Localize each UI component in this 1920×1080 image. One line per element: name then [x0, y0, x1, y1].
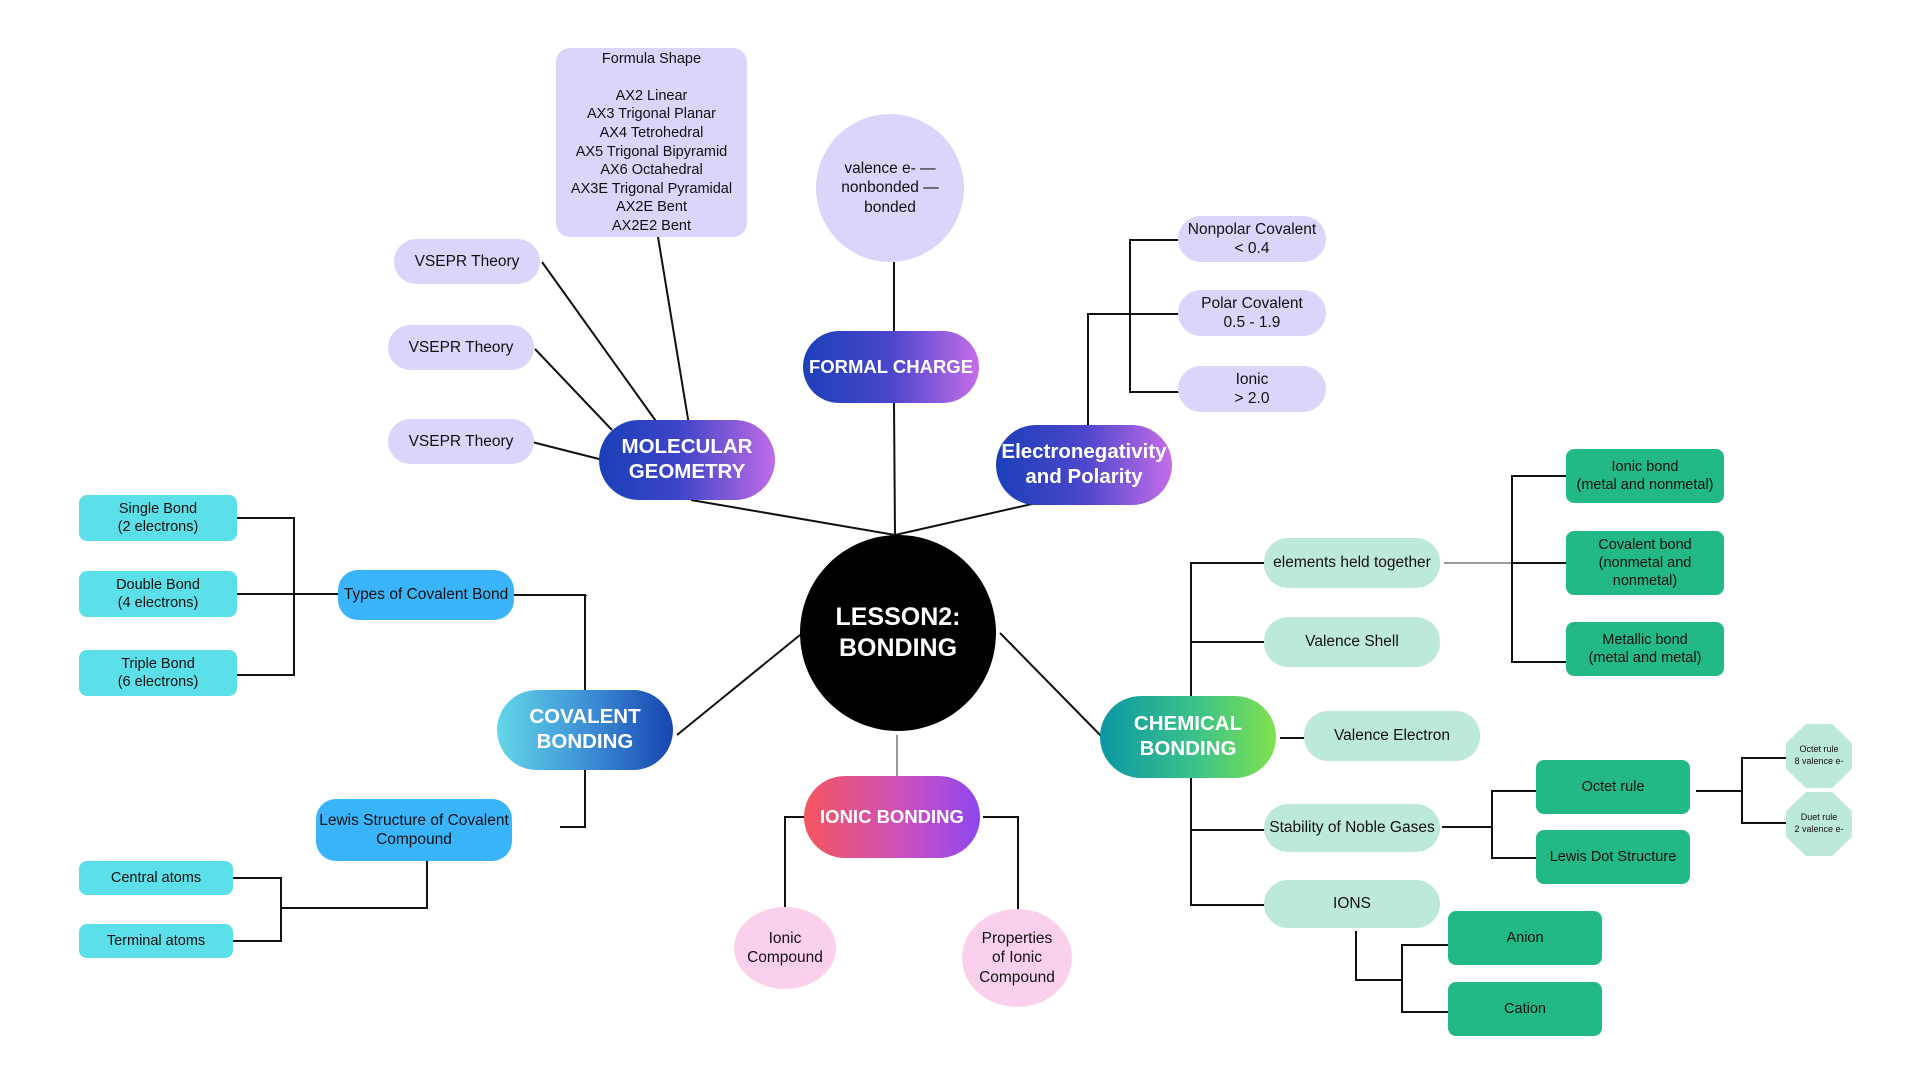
valence-shell-label: Valence Shell — [1305, 633, 1399, 651]
polar-covalent-node[interactable]: Polar Covalent 0.5 - 1.9 — [1178, 290, 1326, 336]
duet-rule-note[interactable]: Duet rule 2 valence e- — [1786, 792, 1852, 856]
ionic-threshold-node[interactable]: Ionic > 2.0 — [1178, 366, 1326, 412]
ions-label: IONS — [1333, 895, 1371, 913]
octet-rule-label: Octet rule — [1581, 778, 1645, 795]
ionic-compound-label: Ionic Compound — [747, 929, 823, 966]
molecular-geometry-node[interactable]: MOLECULAR GEOMETRY — [599, 420, 775, 500]
vsepr-theory-label: VSEPR Theory — [408, 338, 514, 356]
double-bond-label: Double Bond (4 electrons) — [116, 576, 200, 611]
terminal-atoms-label: Terminal atoms — [106, 932, 206, 949]
vsepr-theory-label: VSEPR Theory — [414, 252, 520, 270]
molecular-geometry-label: MOLECULAR GEOMETRY — [621, 435, 753, 483]
covalent-bond-node[interactable]: Covalent bond (nonmetal and nonmetal) — [1566, 531, 1724, 595]
properties-ionic-compound-label: Properties of Ionic Compound — [979, 929, 1055, 986]
valence-shell-node[interactable]: Valence Shell — [1264, 617, 1440, 667]
nonpolar-covalent-node[interactable]: Nonpolar Covalent < 0.4 — [1178, 216, 1326, 262]
elements-held-together-label: elements held together — [1273, 554, 1431, 572]
ionic-bonding-label: IONIC BONDING — [820, 805, 964, 827]
lewis-dot-structure-label: Lewis Dot Structure — [1549, 848, 1677, 865]
triple-bond-node[interactable]: Triple Bond (6 electrons) — [79, 650, 237, 696]
types-of-covalent-bond-node[interactable]: Types of Covalent Bond — [338, 570, 514, 620]
formula-shape-text: Formula Shape AX2 Linear AX3 Trigonal Pl… — [570, 50, 733, 234]
formal-charge-formula-text: valence e- — nonbonded — bonded — [841, 159, 939, 216]
metallic-bond-label: Metallic bond (metal and metal) — [1588, 631, 1702, 666]
vsepr-theory-node-2[interactable]: VSEPR Theory — [388, 325, 534, 370]
valence-electron-label: Valence Electron — [1333, 727, 1451, 745]
octet-rule-node[interactable]: Octet rule — [1536, 760, 1690, 814]
cation-node[interactable]: Cation — [1448, 982, 1602, 1036]
duet-rule-note-label: Duet rule 2 valence e- — [1794, 812, 1844, 834]
stability-noble-gases-node[interactable]: Stability of Noble Gases — [1264, 804, 1440, 852]
nonpolar-covalent-label: Nonpolar Covalent < 0.4 — [1187, 220, 1317, 257]
lewis-dot-structure-node[interactable]: Lewis Dot Structure — [1536, 830, 1690, 884]
covalent-bonding-node[interactable]: COVALENT BONDING — [497, 690, 673, 770]
ionic-compound-node[interactable]: Ionic Compound — [734, 907, 836, 989]
chemical-bonding-label: CHEMICAL BONDING — [1133, 712, 1243, 760]
properties-ionic-compound-node[interactable]: Properties of Ionic Compound — [962, 909, 1072, 1007]
single-bond-node[interactable]: Single Bond (2 electrons) — [79, 495, 237, 541]
ionic-threshold-label: Ionic > 2.0 — [1234, 370, 1270, 407]
ionic-bonding-node[interactable]: IONIC BONDING — [804, 776, 980, 858]
octet-rule-note-label: Octet rule 8 valence e- — [1794, 744, 1844, 766]
terminal-atoms-node[interactable]: Terminal atoms — [79, 924, 233, 958]
central-atoms-node[interactable]: Central atoms — [79, 861, 233, 895]
stability-noble-gases-label: Stability of Noble Gases — [1269, 819, 1435, 837]
ionic-bond-node[interactable]: Ionic bond (metal and nonmetal) — [1566, 449, 1724, 503]
electronegativity-label: Electronegativity and Polarity — [1001, 440, 1167, 488]
electronegativity-node[interactable]: Electronegativity and Polarity — [996, 425, 1172, 505]
valence-electron-node[interactable]: Valence Electron — [1304, 711, 1480, 761]
covalent-bonding-label: COVALENT BONDING — [529, 705, 641, 753]
vsepr-theory-node-1[interactable]: VSEPR Theory — [394, 239, 540, 284]
polar-covalent-label: Polar Covalent 0.5 - 1.9 — [1201, 294, 1303, 331]
central-atoms-label: Central atoms — [110, 869, 202, 886]
lewis-structure-label: Lewis Structure of Covalent Compound — [319, 811, 509, 848]
vsepr-theory-label: VSEPR Theory — [408, 432, 514, 450]
chemical-bonding-node[interactable]: CHEMICAL BONDING — [1100, 696, 1276, 778]
central-topic-label: LESSON2: BONDING — [835, 602, 961, 662]
metallic-bond-node[interactable]: Metallic bond (metal and metal) — [1566, 622, 1724, 676]
formula-shape-table[interactable]: Formula Shape AX2 Linear AX3 Trigonal Pl… — [556, 48, 747, 237]
central-topic[interactable]: LESSON2: BONDING — [800, 535, 996, 731]
single-bond-label: Single Bond (2 electrons) — [117, 500, 199, 535]
formal-charge-node[interactable]: FORMAL CHARGE — [803, 331, 979, 403]
anion-node[interactable]: Anion — [1448, 911, 1602, 965]
covalent-bond-label: Covalent bond (nonmetal and nonmetal) — [1598, 536, 1692, 590]
formal-charge-formula-node[interactable]: valence e- — nonbonded — bonded — [816, 114, 964, 262]
ions-node[interactable]: IONS — [1264, 880, 1440, 928]
triple-bond-label: Triple Bond (6 electrons) — [117, 655, 199, 690]
types-of-covalent-bond-label: Types of Covalent Bond — [343, 586, 509, 604]
anion-label: Anion — [1506, 929, 1544, 946]
octet-rule-note[interactable]: Octet rule 8 valence e- — [1786, 724, 1852, 788]
double-bond-node[interactable]: Double Bond (4 electrons) — [79, 571, 237, 617]
formal-charge-label: FORMAL CHARGE — [808, 355, 974, 377]
vsepr-theory-node-3[interactable]: VSEPR Theory — [388, 419, 534, 464]
cation-label: Cation — [1504, 1000, 1546, 1017]
elements-held-together-node[interactable]: elements held together — [1264, 538, 1440, 588]
lewis-structure-node[interactable]: Lewis Structure of Covalent Compound — [316, 799, 512, 861]
ionic-bond-label: Ionic bond (metal and nonmetal) — [1576, 458, 1714, 493]
